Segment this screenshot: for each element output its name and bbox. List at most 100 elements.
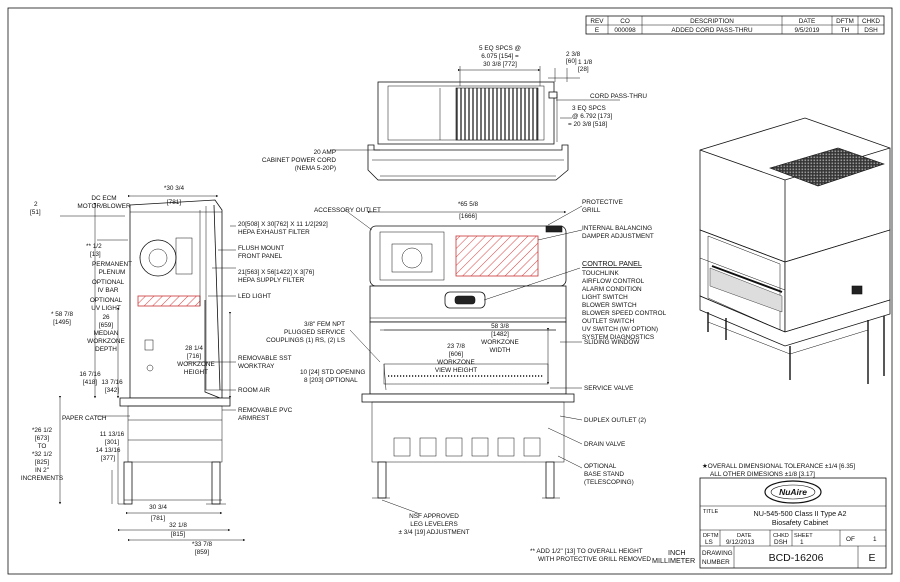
paper-catch-label: PAPER CATCH: [62, 415, 107, 422]
leg-range-1: *26 1/2: [32, 427, 53, 434]
side-half-1: ** 1/2: [86, 243, 102, 250]
accessory-outlet-label: ACCESSORY OUTLET: [314, 207, 381, 214]
sheet-value: 1: [800, 539, 804, 546]
top-dim-right-3: 1 1/8: [578, 59, 593, 66]
drawing-label-1: DRAWING: [702, 550, 733, 557]
sheet-label: SHEET: [794, 533, 813, 539]
front-width-2: [1666]: [459, 213, 477, 220]
title-line-2: Biosafety Cabinet: [772, 518, 828, 527]
date-label: DATE: [737, 533, 752, 539]
led-light-label: LED LIGHT: [238, 293, 271, 300]
side-dim-11-2: [301]: [105, 439, 119, 446]
hepa-exhaust-label-1: 20[508] X 30[762] X 11 1/2[292]: [238, 221, 328, 228]
control-item: TOUCHLINK: [582, 270, 620, 277]
rev-header-rev: REV: [590, 18, 604, 25]
base-width-2: [781]: [151, 515, 165, 522]
base-stand-label-1: OPTIONAL: [584, 463, 617, 470]
worktray-label-1: REMOVABLE SST: [238, 355, 292, 362]
dftm-value: LS: [705, 539, 713, 546]
workzone-height-1: 28 1/4: [185, 345, 203, 352]
workzone-width-2: [1482]: [491, 331, 509, 338]
rev-header-description: DESCRIPTION: [690, 18, 734, 25]
side-dim2-1: 2: [34, 201, 38, 208]
top-view: 5 EQ SPCS @ 6.075 [154] = 30 3/8 [772] 2…: [262, 45, 647, 181]
control-panel-title: CONTROL PANEL: [582, 259, 642, 268]
power-cord-label-2: CABINET POWER CORD: [262, 157, 336, 164]
median-depth-3: MEDIAN: [94, 330, 119, 337]
control-panel-list: TOUCHLINK AIRFLOW CONTROL ALARM CONDITIO…: [582, 270, 667, 341]
median-depth-2: [659]: [99, 322, 113, 329]
control-item: OUTLET SWITCH: [582, 318, 634, 325]
units-inch: INCH: [668, 548, 686, 557]
height-note-1: ** ADD 1/2" [13] TO OVERALL HEIGHT: [530, 548, 643, 555]
isometric-view: [699, 117, 891, 384]
notes: ★OVERALL DIMENSIONAL TOLERANCE ±1/4 [6.3…: [530, 463, 855, 565]
sheet-total-value: 1: [873, 536, 877, 543]
uv-light-label-2: UV LIGHT: [91, 305, 121, 312]
duplex-outlet-label: DUPLEX OUTLET (2): [584, 417, 646, 424]
control-item: SYSTEM DIAGNOSTICS: [582, 334, 654, 341]
top-dim-spacing-2: 6.075 [154] =: [481, 53, 519, 60]
base-width-3: 32 1/8: [169, 522, 187, 529]
view-height-3: WORKZONE: [437, 359, 475, 366]
title-block: NuAire TITLE NU-545-500 Class II Type A2…: [699, 477, 887, 569]
std-opening-label-2: 8 [203] OPTIONAL: [304, 377, 358, 384]
rev-value-rev: E: [595, 27, 599, 34]
plenum-label-1: PERMANENT: [92, 261, 132, 268]
top-spcs-2: @ 6.792 [173]: [572, 113, 612, 120]
rev-value-co: 000098: [614, 27, 636, 34]
cord-pass-thru-label: CORD PASS-THRU: [590, 93, 647, 100]
leg-range-2: [673]: [35, 435, 49, 442]
worktray-label-2: WORKTRAY: [238, 363, 275, 370]
workzone-height-2: [716]: [187, 353, 201, 360]
side-dim2-2: [51]: [30, 209, 41, 216]
power-cord-label-1: 20 AMP: [314, 149, 336, 156]
side-dim-16-2: [418]: [83, 379, 97, 386]
hepa-supply-label-2: HEPA SUPPLY FILTER: [238, 277, 305, 284]
rev-header-dftm: DFTM: [836, 18, 854, 25]
rev-value-description: ADDED CORD PASS-THRU: [671, 27, 753, 34]
side-dim-16-1: 16 7/16: [79, 371, 101, 378]
side-dim-13-1: 13 7/16: [101, 379, 123, 386]
view-height-1: 23 7/8: [447, 343, 465, 350]
side-dim-14-1: 14 13/16: [96, 447, 121, 454]
rev-value-chkd: DSH: [864, 27, 878, 34]
base-width-6: [859]: [195, 549, 209, 556]
tolerance-note-2: ALL OTHER DIMESIONS ±1/8 [3.17]: [710, 471, 815, 478]
grill-label-2: GRILL: [582, 207, 601, 214]
top-spcs-3: = 20 3/8 [518]: [568, 121, 607, 128]
drawing-label-2: NUMBER: [702, 559, 730, 566]
leg-range-6: IN 2": [35, 467, 49, 474]
side-half-2: [13]: [90, 251, 101, 258]
fem-npt-label-1: 3/8" FEM NPT: [304, 321, 345, 328]
median-depth-5: DEPTH: [95, 346, 117, 353]
workzone-width-4: WIDTH: [490, 347, 511, 354]
top-dim-spacing-1: 5 EQ SPCS @: [479, 45, 521, 52]
control-item: BLOWER SPEED CONTROL: [582, 310, 667, 317]
leg-range-4: *32 1/2: [32, 451, 53, 458]
flush-mount-label-1: FLUSH MOUNT: [238, 245, 284, 252]
control-item: ALARM CONDITION: [582, 286, 642, 293]
std-opening-label-1: 10 [24] STD OPENING: [300, 369, 365, 376]
front-width-1: *65 5/8: [458, 201, 479, 208]
control-item: LIGHT SWITCH: [582, 294, 628, 301]
title-line-1: NU-545-500 Class II Type A2: [754, 509, 847, 518]
sliding-window-label: SLIDING WINDOW: [584, 339, 640, 346]
tolerance-note-1: ★OVERALL DIMENSIONAL TOLERANCE ±1/4 [6.3…: [702, 463, 855, 470]
hepa-supply-label-1: 21[563] X 56[1422] X 3[76]: [238, 269, 314, 276]
view-height-2: [606]: [449, 351, 463, 358]
median-depth-1: 26: [102, 314, 110, 321]
nsf-label-2: LEG LEVELERS: [410, 521, 458, 528]
control-item: AIRFLOW CONTROL: [582, 278, 645, 285]
side-dim-11-1: 11 13/16: [100, 431, 125, 438]
of-label: OF: [846, 536, 855, 543]
base-width-5: *33 7/8: [192, 541, 213, 548]
leg-range-7: INCREMENTS: [21, 475, 63, 482]
top-dim-spacing-3: 30 3/8 [772]: [483, 61, 517, 68]
plenum-label-2: PLENUM: [99, 269, 126, 276]
sheet-border: [7, 7, 893, 575]
base-width-4: [815]: [171, 531, 185, 538]
workzone-height-4: HEIGHT: [184, 369, 208, 376]
date-value: 9/12/2013: [726, 539, 755, 546]
